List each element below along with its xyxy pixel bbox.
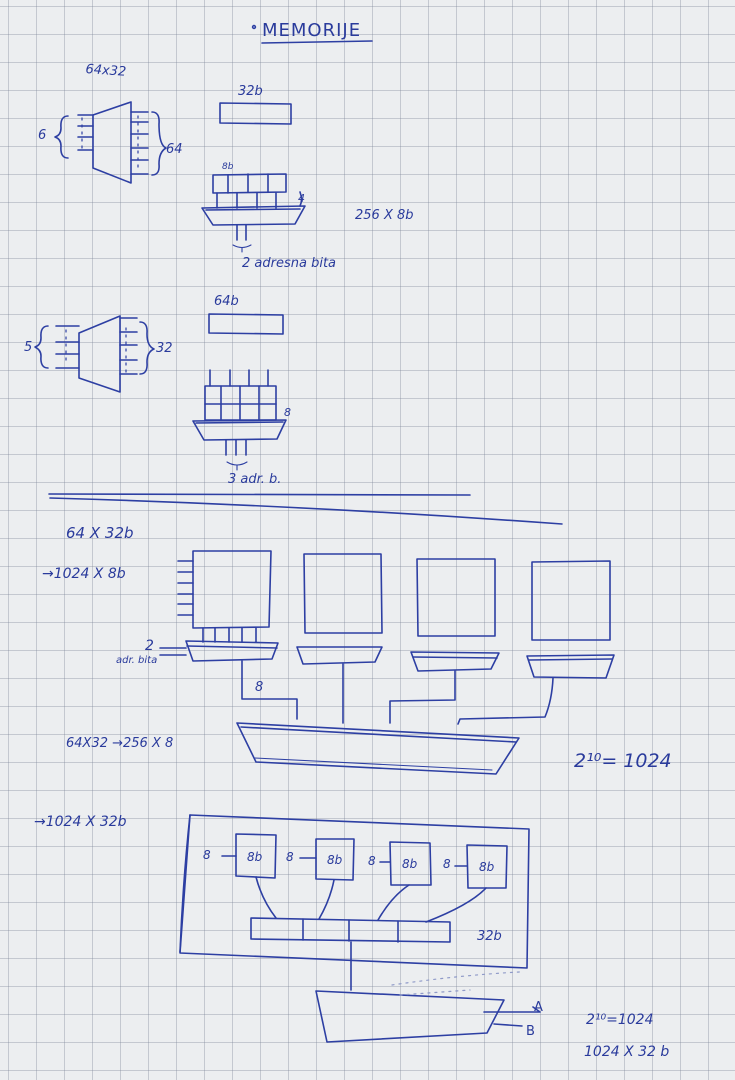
label-32b: 32b [238,84,263,99]
memory-256x8b [201,173,306,253]
label-to-1024x32b: →1024 X 32b [34,814,127,830]
label-B: B [526,1024,535,1039]
chip-label: 8b [247,850,263,864]
memory-module-1024x32b [179,814,541,1043]
label-3-adr-b: 3 adr. b. [228,472,282,487]
label-1024x32b-bottom: 1024 X 32 b [584,1044,670,1060]
chip-label: 8b [327,853,343,867]
label-6: 6 [38,128,47,143]
label-2-10-equals-1024: 2¹⁰= 1024 [574,750,672,772]
label-256x8b: 256 X 8b [355,208,414,223]
page-title: MEMORIJE [262,20,362,41]
chip-label: 8b [402,857,418,871]
label-4: 4 [298,192,305,205]
title-underline [251,24,373,44]
label-64x32: 64x32 [84,62,127,80]
label-32b-bus: 32b [477,929,502,944]
memory-8-stack [192,369,287,471]
label-2: 2 [145,638,154,654]
chip-label: 8b [479,860,495,874]
label-64b: 64b [214,294,239,309]
label-2-adresna-bita: 2 adresna bita [242,256,337,271]
chip-input-label: 8 [443,857,451,871]
mux-32 [34,315,155,393]
label-adr-bita: adr. bita [116,655,158,666]
label-64x32b: 64 X 32b [66,524,134,542]
chip-input-label: 8 [368,854,376,868]
section-separator [48,493,563,525]
label-5: 5 [24,340,33,355]
label-2-10-1024-bottom: 2¹⁰=1024 [586,1012,654,1028]
label-32: 32 [156,341,173,356]
register-32b [219,102,292,125]
memory-block-array [159,550,615,775]
label-64x32-to-256x8: 64X32 →256 X 8 [66,736,174,751]
chip-input-label: 8 [203,848,211,862]
register-64b [208,313,284,335]
label-64: 64 [166,142,183,157]
mux-64x32 [54,101,167,184]
label-8: 8 [284,406,291,419]
label-A: A [534,1000,543,1015]
label-8b: 8b [222,162,234,172]
chip-input-label: 8 [286,850,294,864]
label-to-1024x8b: →1024 X 8b [42,566,126,582]
label-8-wire: 8 [255,680,264,695]
